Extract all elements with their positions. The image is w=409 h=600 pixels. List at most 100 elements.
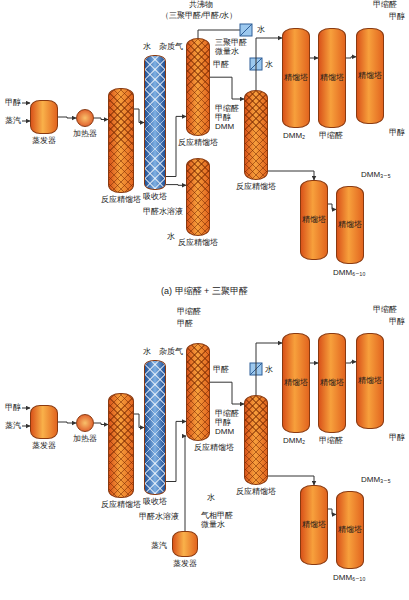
pipe-connector [310,363,318,364]
equipment-label: 精馏塔 [284,73,308,82]
distillation-column: 精馏塔 [318,333,346,433]
reaction-column: 反应精馏塔 [186,38,210,136]
feed-line [21,103,30,104]
stream-label: 甲醛水溶液 [138,512,180,521]
distillation-column: 精馏塔 [356,333,384,429]
equipment-label: 蒸发器 [31,136,57,145]
stream-label: 甲醇 [388,128,406,137]
heater-symbol: 加热器 [76,414,94,432]
equipment-label: 反应精馏塔 [177,138,219,147]
figure-caption: (a) 甲缩醛 + 三聚甲醛 [160,286,249,296]
stream-label: 水 [142,42,152,51]
pipe-connector [256,343,282,395]
equipment-label: 精馏塔 [338,220,362,229]
stream-label: DMM₃₋₅ [360,170,392,179]
stream-label: 水 [166,232,176,241]
stream-label: 水 [264,60,274,69]
equipment-label: 蒸发器 [172,559,198,568]
reaction-column: 反应精馏塔 [108,393,134,498]
stream-label: 甲醇 [388,12,406,21]
pipe-connector [134,109,144,123]
stream-label: 甲醛水溶液 [142,207,184,216]
equipment-label: 精馏塔 [358,376,382,385]
equipment-label: 反应精馏塔 [235,182,277,191]
distillation-column: 精馏塔 [300,485,328,565]
reaction-column: 反应精馏塔 [244,395,268,485]
distillation-column: 精馏塔 [336,491,364,569]
stream-label: 水 [142,347,152,356]
stream-label: 甲醇 [388,433,406,442]
pipe-connector [328,204,336,209]
stream-label: DMM₆₋₁₀ [332,573,367,582]
distillation-column: 精馏塔 [300,180,328,260]
stream-label: 甲醇 [4,98,22,107]
distillation-column: 精馏塔 [282,28,310,128]
stream-label: 甲缩醛 [372,305,398,314]
stream-label: 甲醇 [388,317,406,326]
stream-label: 蒸汽 [4,116,22,125]
pipe-connector [210,382,244,404]
pipe-connector [268,171,314,180]
reaction-column: 反应精馏塔 [186,343,210,441]
feed-line [21,408,30,409]
pipe-connector [268,476,314,485]
pipe-connector [185,436,186,531]
equipment-label: 精馏塔 [302,520,326,529]
pipe-connector [94,423,108,425]
reaction-column: 反应精馏塔 [108,88,134,193]
pipe-connector [58,422,76,423]
equipment-label: 精馏塔 [358,71,382,80]
stream-label: 甲缩醛 [372,0,398,9]
equipment-label: 精馏塔 [320,73,344,82]
stream-label: 蒸汽 [4,421,22,430]
distillation-column: 精馏塔 [336,186,364,264]
stream-label: 甲缩醛 [318,131,344,140]
reaction-column: 反应精馏塔 [244,90,268,180]
vapour-line [198,30,240,38]
pipe-connector [256,38,282,90]
feed-line [21,121,30,122]
stream-label: 水 [206,493,216,502]
stream-label: 蒸汽 [150,541,168,550]
evaporator-vessel: 蒸发器 [30,405,58,439]
heat-exchanger [240,24,252,36]
stream-label: 甲醛 [176,319,194,328]
evaporator-vessel: 蒸发器 [172,531,198,557]
reaction-column: 反应精馏塔 [186,158,210,236]
stream-label: （三聚甲醛/甲醛/水） [160,11,238,20]
pipe-connector [94,118,108,120]
equipment-label: 反应精馏塔 [193,443,235,452]
stream-label: 甲缩醛 甲醇 DMM [214,409,242,437]
equipment-label: 精馏塔 [338,525,362,534]
equipment-label: 加热器 [72,434,98,443]
stream-label: DMM₆₋₁₀ [332,268,367,277]
equipment-label: 反应精馏塔 [100,500,142,509]
equipment-label: 精馏塔 [302,215,326,224]
equipment-label: 精馏塔 [284,378,308,387]
stream-label: 杂质气 [158,347,184,356]
pipe-connector [134,414,144,428]
stream-label: 甲醇 [4,403,22,412]
stream-label: 甲缩醛 甲醇 DMM [214,104,242,132]
distillation-column: 精馏塔 [318,28,346,128]
distillation-column: 精馏塔 [356,28,384,124]
absorber-column: 吸收塔 [144,55,166,190]
equipment-label: 蒸发器 [31,441,57,450]
stream-label: 甲醛 [212,60,230,69]
stream-label: 气相甲醛 微量水 [200,511,236,529]
stream-label: 三聚甲醛 微量水 [214,38,250,56]
pipe-connector [58,117,76,118]
equipment-label: 加热器 [72,129,98,138]
pipe-connector [166,184,186,186]
equipment-label: 精馏塔 [320,378,344,387]
pipe-connector [166,421,186,481]
pipe-connector [346,57,356,58]
stream-label: 甲缩醛 [318,436,344,445]
equipment-label: 反应精馏塔 [235,487,277,496]
pipe-connector [210,77,244,99]
equipment-label: 反应精馏塔 [100,195,142,204]
equipment-label: 反应精馏塔 [177,238,219,247]
stream-label: 水 [264,365,274,374]
evaporator-vessel: 蒸发器 [30,100,58,134]
pipe-connector [346,362,356,363]
